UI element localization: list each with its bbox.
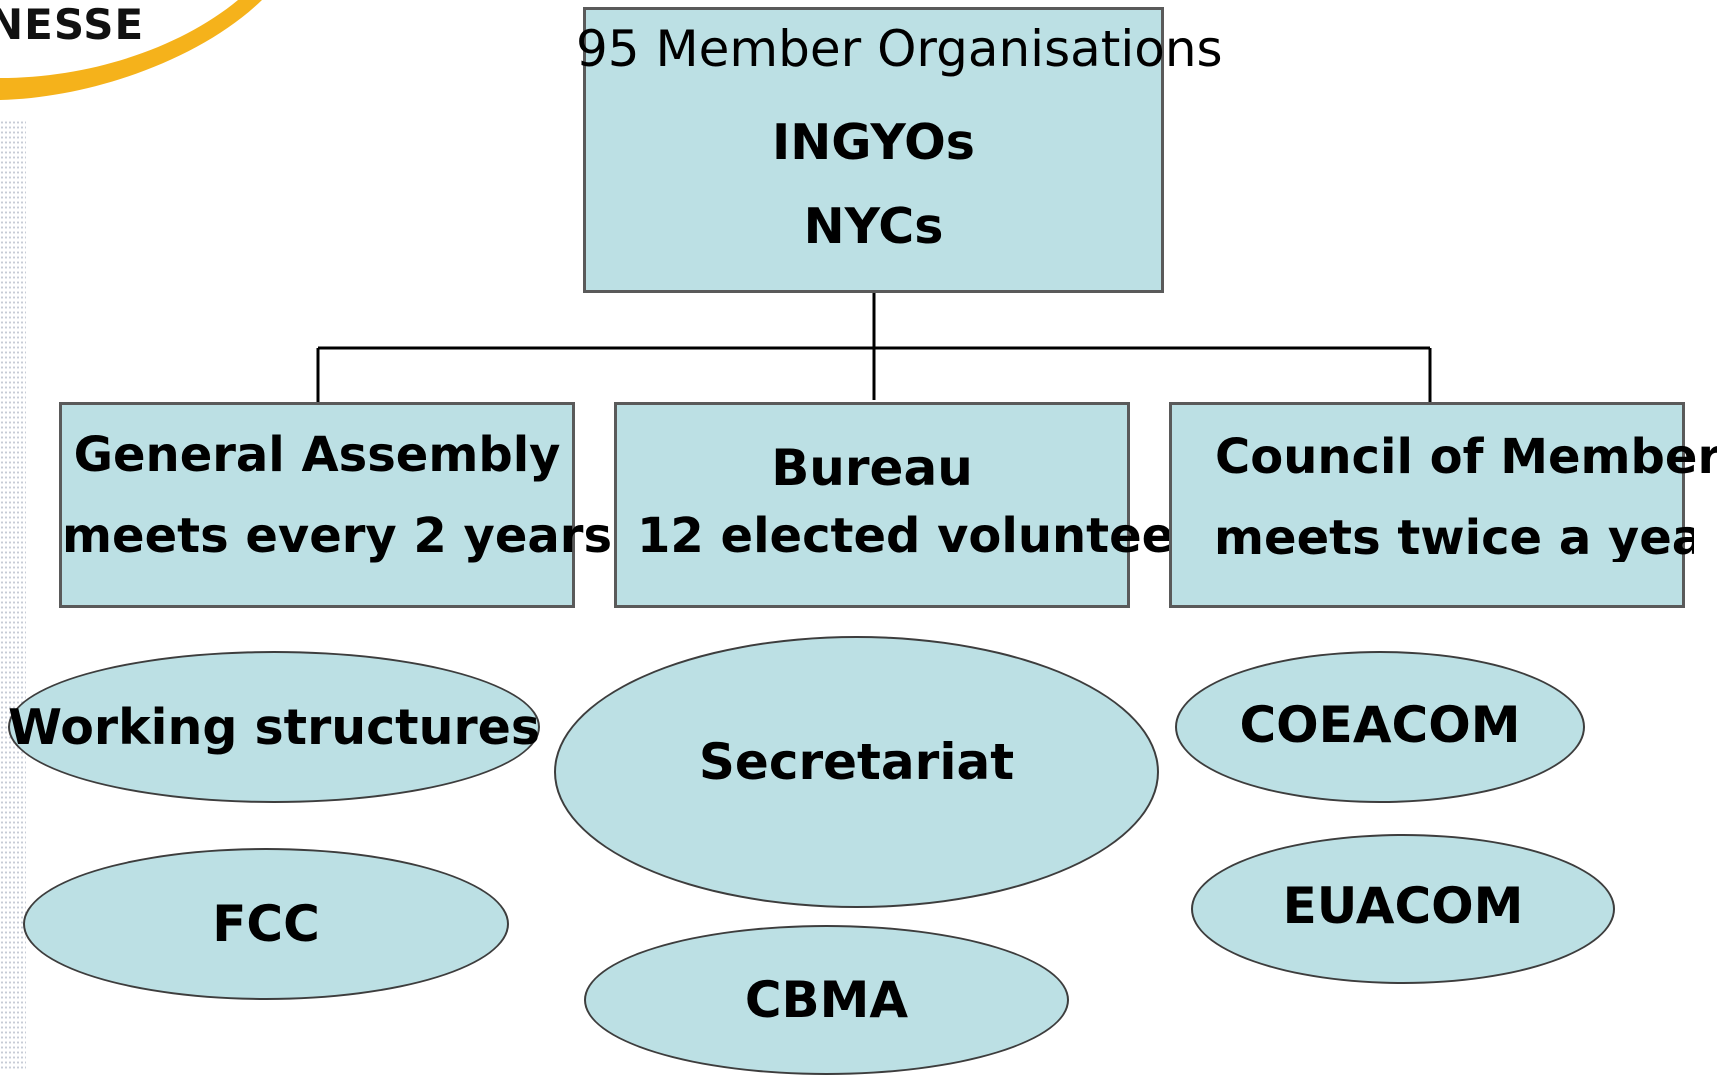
logo-arc (0, 0, 262, 100)
nycs-label: NYCs (803, 198, 944, 255)
council-of-members-box: Council of Members meets twice a year (1169, 402, 1717, 608)
general-assembly-subtitle: meets every 2 years (62, 508, 613, 564)
secretariat-oval: Secretariat (554, 636, 1159, 908)
bureau-title: Bureau (771, 439, 973, 497)
fcc-oval: FCC (23, 848, 509, 1000)
council-of-members-title: Council of Members (1215, 429, 1717, 485)
cbma-oval: CBMA (584, 925, 1069, 1075)
general-assembly-title: General Assembly (73, 427, 561, 483)
bureau-subtitle: 12 elected volunteers (637, 508, 1227, 564)
member-organisations-title: 95 Member Organisations (576, 20, 1223, 78)
bureau-box: Bureau 12 elected volunteers (614, 402, 1226, 608)
member-organisations-box: 95 Member Organisations INGYOs NYCs (576, 7, 1223, 293)
general-assembly-box: General Assembly meets every 2 years (59, 402, 613, 608)
ingyos-label: INGYOs (772, 114, 975, 171)
logo-text: NESSE (0, 0, 145, 49)
coeacom-oval: COEACOM (1175, 651, 1585, 803)
left-edge-texture (0, 120, 26, 1071)
council-of-members-subtitle: meets twice a year (1214, 514, 1694, 562)
working-structures-oval: Working structures (8, 651, 540, 803)
euacom-oval: EUACOM (1191, 834, 1615, 984)
